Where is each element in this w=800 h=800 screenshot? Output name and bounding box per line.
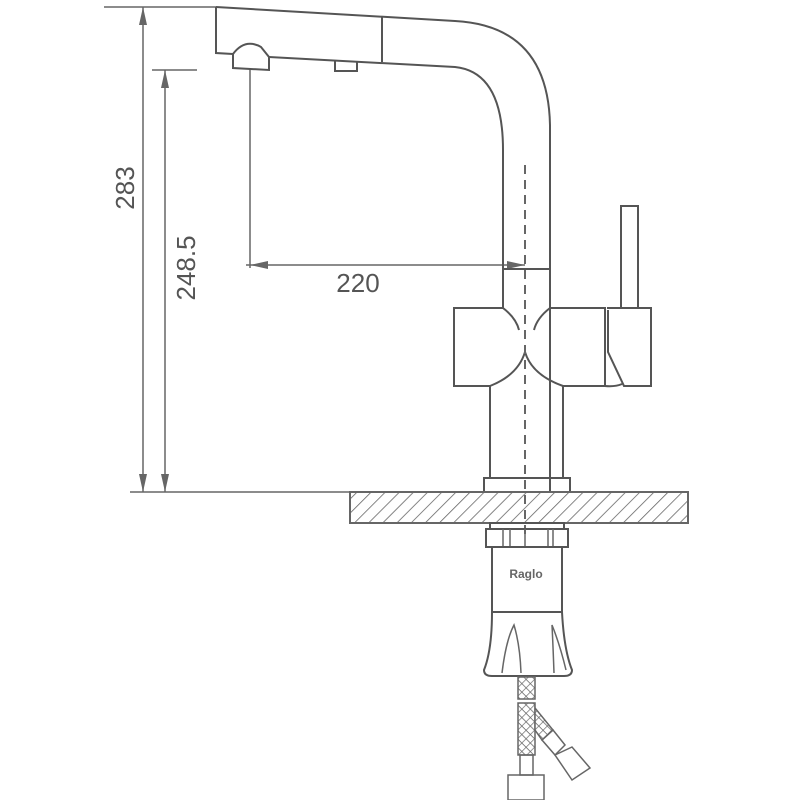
base-flange xyxy=(483,477,571,493)
faucet-body xyxy=(453,307,606,493)
mounting-assembly: Raglo xyxy=(482,522,574,677)
spout xyxy=(215,6,551,492)
braided-hose-angled xyxy=(534,705,555,742)
aerator xyxy=(232,42,270,72)
dimension-label-220: 220 xyxy=(336,268,379,298)
dimension-total-height: 283 xyxy=(104,6,350,493)
dimension-spout-height: 248.5 xyxy=(152,69,201,492)
braided-hose xyxy=(517,702,536,756)
dimension-label-248-5: 248.5 xyxy=(171,235,201,300)
braided-hose xyxy=(517,676,536,700)
mounting-nut xyxy=(485,528,569,548)
mounting-sleeve xyxy=(491,546,563,613)
supply-hoses xyxy=(507,676,592,800)
dimension-spout-reach: 220 xyxy=(246,68,525,298)
countertop-section xyxy=(349,491,689,524)
hose-nut-angled xyxy=(553,746,592,782)
hose-nut xyxy=(507,774,545,800)
brand-logo: Raglo xyxy=(509,567,542,581)
spray-button xyxy=(334,61,358,72)
mixer-handle xyxy=(604,205,652,388)
flared-base xyxy=(482,611,574,677)
dimension-label-283: 283 xyxy=(110,166,140,209)
handle-lever xyxy=(620,205,639,309)
